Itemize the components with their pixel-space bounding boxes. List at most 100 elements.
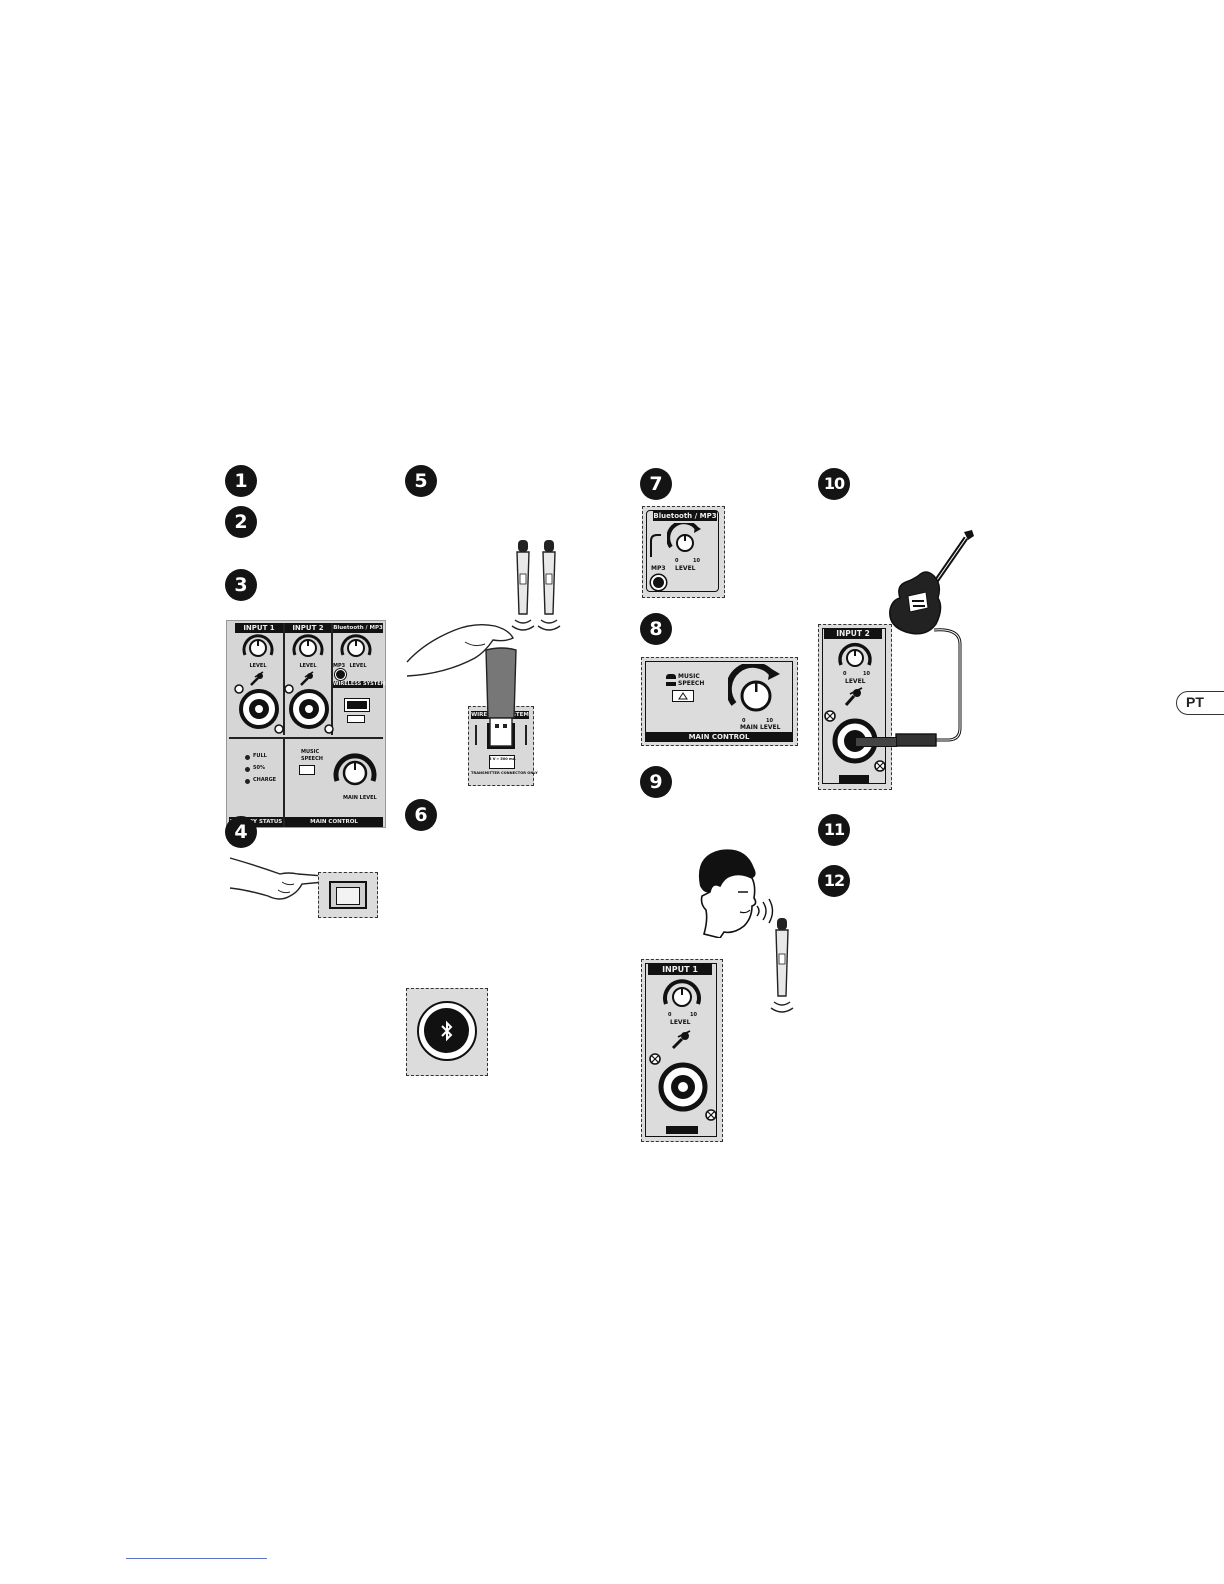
power-switch-panel bbox=[318, 872, 378, 918]
footer-rule bbox=[126, 1558, 267, 1559]
electric-guitar-illustration bbox=[889, 530, 974, 635]
level-knob-icon bbox=[292, 634, 324, 657]
main-control-bar: MAIN CONTROL bbox=[285, 817, 383, 827]
input1-header: INPUT 1 bbox=[235, 623, 283, 633]
step-badge-3: 3 bbox=[225, 569, 257, 601]
label-plate bbox=[839, 775, 869, 783]
input2-panel: INPUT 2 0 10 LEVEL bbox=[818, 624, 897, 790]
led-charge-icon bbox=[245, 779, 250, 784]
dc-out-label: 5 V ═ 500 mA bbox=[489, 757, 516, 761]
antenna-right-icon bbox=[525, 725, 527, 745]
bt-mp3-title: Bluetooth / MP3 bbox=[653, 511, 717, 521]
bluetooth-button-panel bbox=[406, 988, 488, 1076]
main-level-knob-icon bbox=[333, 753, 377, 786]
input1-panel: INPUT 1 0 10 LEVEL bbox=[641, 959, 723, 1142]
mp3-jack-icon bbox=[335, 669, 346, 680]
led-50-icon bbox=[245, 767, 250, 772]
hand-inserting-usb-illustration bbox=[406, 623, 514, 677]
mp3-label: MP3 bbox=[333, 663, 346, 669]
usb-label-plate bbox=[347, 715, 365, 723]
scale-max: 10 bbox=[766, 718, 773, 724]
mic-guitar-icon bbox=[671, 1030, 691, 1050]
bluetooth-icon bbox=[441, 1020, 453, 1042]
step-badge-5: 5 bbox=[405, 465, 437, 497]
step-badge-6: 6 bbox=[405, 799, 437, 831]
level-label: LEVEL bbox=[349, 663, 367, 669]
step-badge-12: 12 bbox=[818, 865, 850, 897]
mode-switch-icon bbox=[299, 765, 315, 775]
battery-charge-label: CHARGE bbox=[253, 777, 277, 783]
step-badge-10: 10 bbox=[818, 468, 850, 500]
level-label: LEVEL bbox=[845, 678, 866, 685]
level-label: LEVEL bbox=[670, 1019, 691, 1026]
scale-min: 0 bbox=[843, 671, 847, 677]
mp3-label: MP3 bbox=[651, 565, 666, 572]
cable-plug-icon bbox=[650, 534, 661, 557]
main-level-label: MAIN LEVEL bbox=[740, 724, 781, 731]
level-knob-icon bbox=[838, 642, 872, 667]
wireless-system-bar: WIRELESS SYSTEM bbox=[333, 681, 386, 688]
input2-title: INPUT 2 bbox=[824, 629, 882, 639]
bluetooth-button[interactable] bbox=[417, 1001, 477, 1061]
mode-switch-button[interactable] bbox=[672, 690, 694, 702]
step-badge-11: 11 bbox=[818, 814, 850, 846]
level-label: LEVEL bbox=[675, 565, 696, 572]
sound-waves-icon bbox=[756, 898, 774, 924]
level-label: LEVEL bbox=[249, 663, 267, 669]
battery-full-label: FULL bbox=[253, 753, 267, 759]
scale-min: 0 bbox=[742, 718, 746, 724]
music-label: MUSIC bbox=[678, 673, 700, 680]
power-switch-icon[interactable] bbox=[329, 881, 367, 909]
instrument-cable-illustration bbox=[895, 628, 962, 747]
rear-panel-overview: INPUT 1 INPUT 2 Bluetooth / MP3 LEVEL LE… bbox=[226, 620, 386, 828]
speech-label: SPEECH bbox=[301, 756, 323, 762]
battery-50-label: 50% bbox=[253, 765, 265, 771]
usb-transmitter-stick-illustration bbox=[485, 647, 517, 747]
panel-divider bbox=[283, 623, 285, 735]
step-badge-9: 9 bbox=[640, 766, 672, 798]
panel-divider bbox=[283, 737, 285, 827]
mp3-jack-icon bbox=[651, 575, 666, 590]
bt-mp3-panel: Bluetooth / MP3 0 10 MP3 LEVEL bbox=[642, 506, 725, 598]
panel-divider bbox=[331, 623, 333, 735]
speech-label: SPEECH bbox=[678, 680, 705, 687]
step-badge-1: 1 bbox=[225, 465, 257, 497]
level-knob-icon bbox=[242, 634, 274, 657]
battery-status-bar: BATTERY STATUS bbox=[229, 817, 283, 827]
music-label: MUSIC bbox=[301, 749, 320, 755]
scale-max: 10 bbox=[863, 671, 870, 677]
label-plate bbox=[666, 1126, 698, 1134]
music-icon bbox=[666, 674, 676, 679]
scale-max: 10 bbox=[690, 1012, 697, 1018]
main-level-knob-icon bbox=[728, 664, 780, 712]
scale-min: 0 bbox=[675, 558, 679, 564]
input1-title: INPUT 1 bbox=[648, 964, 712, 975]
bt-mp3-header: Bluetooth / MP3 bbox=[333, 623, 383, 633]
combo-jack-icon bbox=[649, 1053, 717, 1121]
jack-plug-inserted-icon bbox=[855, 737, 897, 747]
level-label: LEVEL bbox=[299, 663, 317, 669]
level-knob-icon bbox=[663, 979, 701, 1007]
transmitter-connector-label: TRANSMITTER CONNECTOR ONLY bbox=[471, 771, 538, 775]
main-level-label: MAIN LEVEL bbox=[343, 795, 377, 801]
input2-header: INPUT 2 bbox=[285, 623, 331, 633]
panel-divider bbox=[229, 737, 383, 739]
speech-icon bbox=[666, 682, 676, 686]
scale-min: 0 bbox=[668, 1012, 672, 1018]
main-control-panel: MUSIC SPEECH 0 10 MAIN LEVEL MAIN CONTRO… bbox=[641, 657, 798, 746]
mic-guitar-icon bbox=[300, 671, 314, 686]
mic-guitar-icon bbox=[250, 671, 264, 686]
combo-jack-icon bbox=[234, 684, 284, 734]
scale-max: 10 bbox=[693, 558, 700, 564]
usb-port-icon bbox=[345, 699, 369, 711]
wireless-microphones-illustration bbox=[511, 540, 561, 631]
led-full-icon bbox=[245, 755, 250, 760]
level-knob-icon bbox=[667, 523, 701, 552]
language-tab[interactable]: PT bbox=[1176, 691, 1224, 715]
step-badge-2: 2 bbox=[225, 506, 257, 538]
dc-out-plate bbox=[489, 755, 515, 769]
wireless-microphone-illustration bbox=[770, 918, 794, 1013]
combo-jack-icon bbox=[284, 684, 334, 734]
person-speaking-illustration bbox=[698, 849, 757, 938]
level-knob-icon bbox=[340, 634, 372, 657]
